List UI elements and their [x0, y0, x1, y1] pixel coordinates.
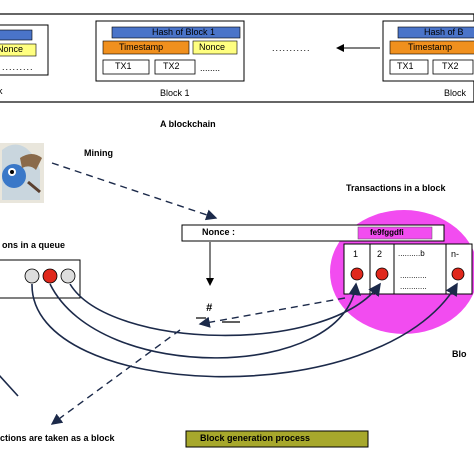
block-side-label: Blo — [452, 349, 467, 359]
block-right-caption: Block — [444, 88, 467, 98]
block-right-timestamp-label: Timestamp — [408, 42, 453, 52]
tx-to-hash-arrow — [198, 297, 346, 328]
block-right-tx2-label: TX2 — [442, 61, 459, 71]
queue-label: ons in a queue — [2, 240, 66, 250]
tx-slot-ellipsis-2: ............ — [400, 282, 427, 291]
nonce-label: Nonce : — [202, 227, 236, 237]
queue-box — [0, 259, 81, 299]
nonce-value: fe9fggdfi — [370, 228, 404, 237]
mining-arrow — [51, 162, 218, 221]
blockchain-frame — [0, 13, 474, 103]
block-1-hash-label: Hash of Block 1 — [152, 27, 216, 37]
block-left-fragment: k — [0, 86, 3, 96]
queue-dot-3 — [60, 268, 76, 284]
block-1-tx2-label: TX2 — [163, 61, 180, 71]
block-taken-arrow — [50, 329, 181, 425]
block-right — [382, 20, 474, 82]
tx-dot-n — [451, 267, 465, 281]
block-1-tx1 — [102, 59, 150, 75]
block-right-tx2 — [432, 59, 474, 75]
block-left-nonce — [0, 43, 37, 57]
transactions-block — [343, 243, 473, 295]
block-left-nonce-label: Nonce — [0, 44, 24, 54]
nonce-value-box — [357, 226, 433, 240]
tx-slot-ellipsis: ............ — [400, 271, 427, 280]
block-1-nonce — [192, 40, 238, 55]
mining-label: Mining — [84, 148, 113, 158]
block-left — [0, 24, 49, 76]
tx-dot-1 — [350, 267, 364, 281]
block-1-tx-ellipsis: ........ — [200, 63, 221, 73]
tx-dot-2 — [375, 267, 389, 281]
tx-slot-1-label: 1 — [353, 249, 359, 259]
tx-slot-b-label: ..........b — [398, 249, 425, 258]
blockchain-caption: A blockchain — [160, 119, 216, 129]
block-1-tx1-label: TX1 — [115, 61, 132, 71]
chain-ellipsis: ........... — [272, 43, 311, 53]
queue-arrow-1 — [69, 282, 381, 337]
block-generation-box — [185, 430, 369, 448]
miner-image — [0, 143, 44, 203]
transactions-block-title: Transactions in a block — [346, 183, 446, 193]
hash-mark: # — [206, 302, 213, 314]
block-left-ellipsis: ......... — [2, 62, 34, 72]
block-right-hash-label: Hash of B — [424, 27, 464, 37]
block-1-timestamp-label: Timestamp — [119, 42, 164, 52]
block-1 — [95, 20, 245, 82]
block-right-tx1 — [389, 59, 429, 75]
block-1-nonce-label: Nonce — [199, 42, 226, 52]
queue-dot-1 — [24, 268, 40, 284]
block-1-caption: Block 1 — [160, 88, 190, 98]
tx-slot-n-label: n- — [451, 249, 460, 259]
block-1-tx2 — [154, 59, 196, 75]
block-right-tx1-label: TX1 — [397, 61, 414, 71]
block-left-hash — [0, 29, 33, 41]
queue-arrow-2 — [49, 282, 362, 359]
block-1-hash — [111, 26, 241, 39]
queue-arrow-3 — [31, 282, 458, 378]
queue-dot-2 — [42, 268, 58, 284]
block-right-hash — [397, 26, 474, 39]
transactions-taken-label: ctions are taken as a block — [0, 433, 115, 443]
block-generation-label: Block generation process — [200, 433, 311, 443]
tx-slot-2-label: 2 — [377, 249, 383, 259]
block-right-timestamp — [389, 40, 474, 55]
block-1-timestamp — [102, 40, 190, 55]
